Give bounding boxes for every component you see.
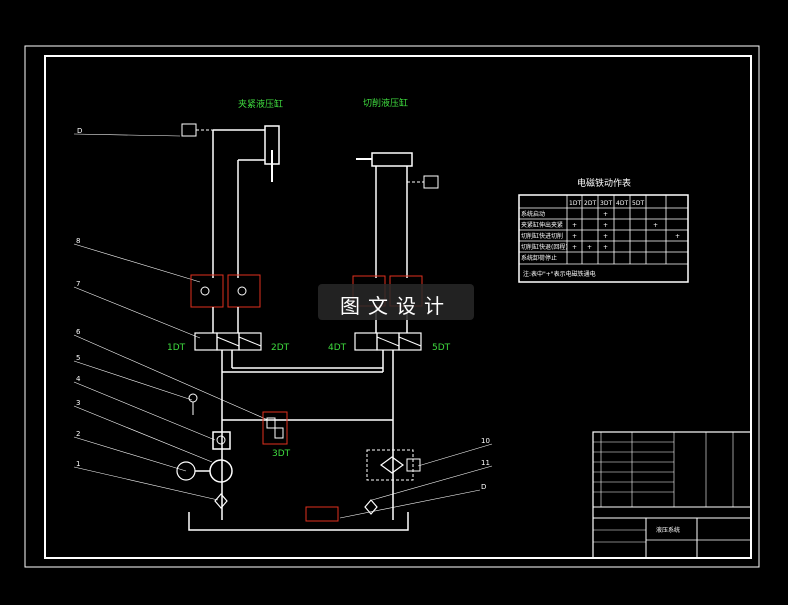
cell: + [603, 211, 608, 218]
callout-3: 3 [76, 399, 80, 407]
callout-4: 4 [76, 375, 81, 383]
col-2dt: 2DT [584, 200, 596, 207]
cell: + [603, 244, 608, 251]
check-valve-box [212, 431, 231, 450]
suction-filter-icon [214, 493, 228, 509]
inner-frame [44, 55, 752, 559]
callout-6: 6 [76, 328, 81, 336]
table-title: 电磁铁动作表 [577, 177, 631, 189]
label-2dt: 2DT [271, 343, 290, 353]
row-label: 夹紧缸伸出夹紧 [521, 221, 563, 229]
pressure-gauge-icon [188, 393, 198, 415]
callout-d-bottom: D [481, 483, 486, 491]
row-label: 系统卸荷停止 [521, 254, 557, 262]
callout-1: 1 [76, 460, 80, 468]
callout-8: 8 [76, 237, 80, 245]
solenoid-action-table: 电磁铁动作表 1DT 2DT 3DT 4DT 5DT 系统启动 夹紧缸伸出夹紧 … [518, 177, 689, 283]
callouts: D 8 7 6 5 4 3 2 1 10 11 D [73, 127, 493, 519]
pilot-check-valves-left [190, 274, 261, 308]
cell: + [675, 233, 680, 240]
row-label: 切削缸快退(回程) [521, 243, 568, 251]
cell: + [603, 233, 608, 240]
directional-valve-left [194, 307, 262, 520]
cell: + [603, 222, 608, 229]
oil-tank [188, 512, 409, 531]
callout-7: 7 [76, 280, 80, 288]
cutting-cylinder [356, 152, 439, 278]
callout-d-top: D [77, 127, 82, 135]
outer-frame [24, 45, 760, 568]
cell: + [587, 244, 592, 251]
directional-valve-right [354, 306, 422, 520]
drawing-name: 液压系统 [656, 526, 680, 534]
clamp-cylinder [181, 123, 280, 278]
label-1dt: 1DT [167, 343, 186, 353]
col-3dt: 3DT [600, 200, 612, 207]
title-block: 液压系统 [592, 431, 752, 559]
cooler-icon [366, 449, 421, 481]
row-label: 系统启动 [521, 210, 545, 218]
return-filter-icon [364, 499, 378, 515]
label-4dt: 4DT [328, 343, 347, 353]
label-3dt: 3DT [272, 449, 291, 459]
callout-2: 2 [76, 430, 80, 438]
callout-5: 5 [76, 354, 80, 362]
col-4dt: 4DT [616, 200, 628, 207]
cell: + [572, 233, 577, 240]
col-5dt: 5DT [632, 200, 644, 207]
cell: + [653, 222, 658, 229]
watermark: 图文设计 [318, 284, 474, 320]
right-cylinder-title: 切削液压缸 [363, 97, 408, 109]
callout-11: 11 [481, 459, 490, 467]
left-cylinder-title: 夹紧液压缸 [238, 98, 283, 110]
cell: + [572, 244, 577, 251]
label-5dt: 5DT [432, 343, 451, 353]
watermark-text: 图文设计 [340, 294, 452, 318]
table-footnote: 注:表中"+"表示电磁铁通电 [523, 270, 596, 278]
row-label: 切削缸快进切削 [521, 232, 563, 240]
callout-10: 10 [481, 437, 490, 445]
pump-icon [209, 459, 233, 483]
solenoid-relief-valve [262, 411, 288, 445]
tank-accessories [305, 506, 339, 522]
cell: + [572, 222, 577, 229]
col-1dt: 1DT [569, 200, 581, 207]
